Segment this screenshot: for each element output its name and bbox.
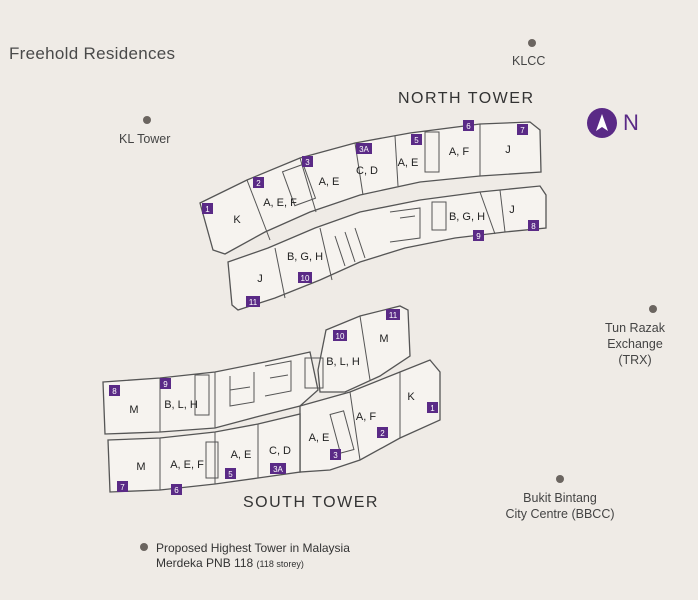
south-right-wing — [299, 359, 441, 473]
bbcc-label-line1: Bukit Bintang — [523, 491, 597, 505]
kl-tower-marker — [143, 116, 151, 124]
north-tower-label: NORTH TOWER — [398, 90, 535, 107]
north-unit-bgh1: B, G, H — [287, 251, 323, 263]
south-lower-wing — [107, 413, 301, 493]
north-badge-10: 10 — [301, 274, 310, 283]
south-badge-3: 3 — [333, 451, 338, 460]
south-unit-m1: M — [129, 404, 138, 416]
trx-label-line1: Tun Razak — [605, 321, 665, 335]
compass-letter: N — [623, 110, 639, 135]
klcc-marker — [528, 39, 536, 47]
north-badge-11: 11 — [249, 298, 258, 307]
south-unit-aef: A, E, F — [170, 459, 204, 471]
south-unit-ae1: A, E — [231, 449, 252, 461]
bbcc-label: Bukit Bintang City Centre (BBCC) — [495, 490, 625, 522]
south-unit-af: A, F — [356, 411, 376, 423]
pnb118-label: Proposed Highest Tower in Malaysia Merde… — [156, 541, 350, 572]
south-tower-label: SOUTH TOWER — [243, 494, 379, 511]
south-mid-wing — [102, 351, 319, 435]
pnb118-marker — [140, 543, 148, 551]
north-unit-k: K — [233, 214, 241, 226]
south-unit-blh2: B, L, H — [326, 356, 360, 368]
compass-arrow-icon — [596, 114, 608, 131]
south-unit-ae2: A, E — [309, 432, 330, 444]
south-badge-1: 1 — [430, 404, 435, 413]
north-badge-8: 8 — [531, 222, 536, 231]
north-unit-cd: C, D — [356, 165, 378, 177]
bbcc-marker — [556, 475, 564, 483]
north-unit-ae1: A, E — [319, 176, 340, 188]
south-badge-3a: 3A — [273, 465, 283, 474]
south-badge-7: 7 — [120, 483, 125, 492]
trx-label-line2: Exchange (TRX) — [607, 337, 663, 367]
south-unit-cd: C, D — [269, 445, 291, 457]
north-badge-3a: 3A — [359, 145, 369, 154]
compass-icon — [587, 108, 617, 138]
north-badge-1: 1 — [205, 205, 210, 214]
north-upper-wing — [199, 121, 542, 255]
south-badge-5: 5 — [228, 470, 233, 479]
pnb118-note: (118 storey) — [256, 559, 304, 569]
north-unit-bgh2: B, G, H — [449, 211, 485, 223]
north-badge-6: 6 — [466, 122, 471, 131]
north-badge-2: 2 — [256, 179, 261, 188]
north-unit-j1: J — [505, 144, 511, 156]
north-unit-j3: J — [509, 204, 515, 216]
south-unit-k: K — [407, 391, 415, 403]
south-badge-9: 9 — [163, 380, 168, 389]
kl-tower-label: KL Tower — [119, 132, 171, 146]
trx-label: Tun Razak Exchange (TRX) — [590, 320, 680, 368]
north-badge-5: 5 — [414, 136, 419, 145]
south-badge-2: 2 — [380, 429, 385, 438]
north-unit-af: A, F — [449, 146, 469, 158]
north-unit-j2: J — [257, 273, 263, 285]
north-badge-9: 9 — [476, 232, 481, 241]
south-badge-11: 11 — [389, 311, 398, 320]
pnb118-line2: Merdeka PNB 118 — [156, 556, 254, 570]
pnb118-line1: Proposed Highest Tower in Malaysia — [156, 541, 350, 555]
page-title: Freehold Residences — [9, 44, 176, 63]
south-badge-10: 10 — [336, 332, 345, 341]
south-unit-m2: M — [379, 333, 388, 345]
north-badge-3: 3 — [305, 158, 310, 167]
north-unit-aef: A, E, F — [263, 197, 297, 209]
south-upper-wing — [317, 305, 411, 393]
south-unit-m3: M — [136, 461, 145, 473]
trx-marker — [649, 305, 657, 313]
north-unit-ae2: A, E — [398, 157, 419, 169]
south-badge-6: 6 — [174, 486, 179, 495]
klcc-label: KLCC — [512, 54, 546, 68]
south-unit-blh1: B, L, H — [164, 399, 198, 411]
bbcc-label-line2: City Centre (BBCC) — [505, 507, 615, 521]
north-badge-7: 7 — [520, 126, 525, 135]
south-badge-8: 8 — [112, 387, 117, 396]
